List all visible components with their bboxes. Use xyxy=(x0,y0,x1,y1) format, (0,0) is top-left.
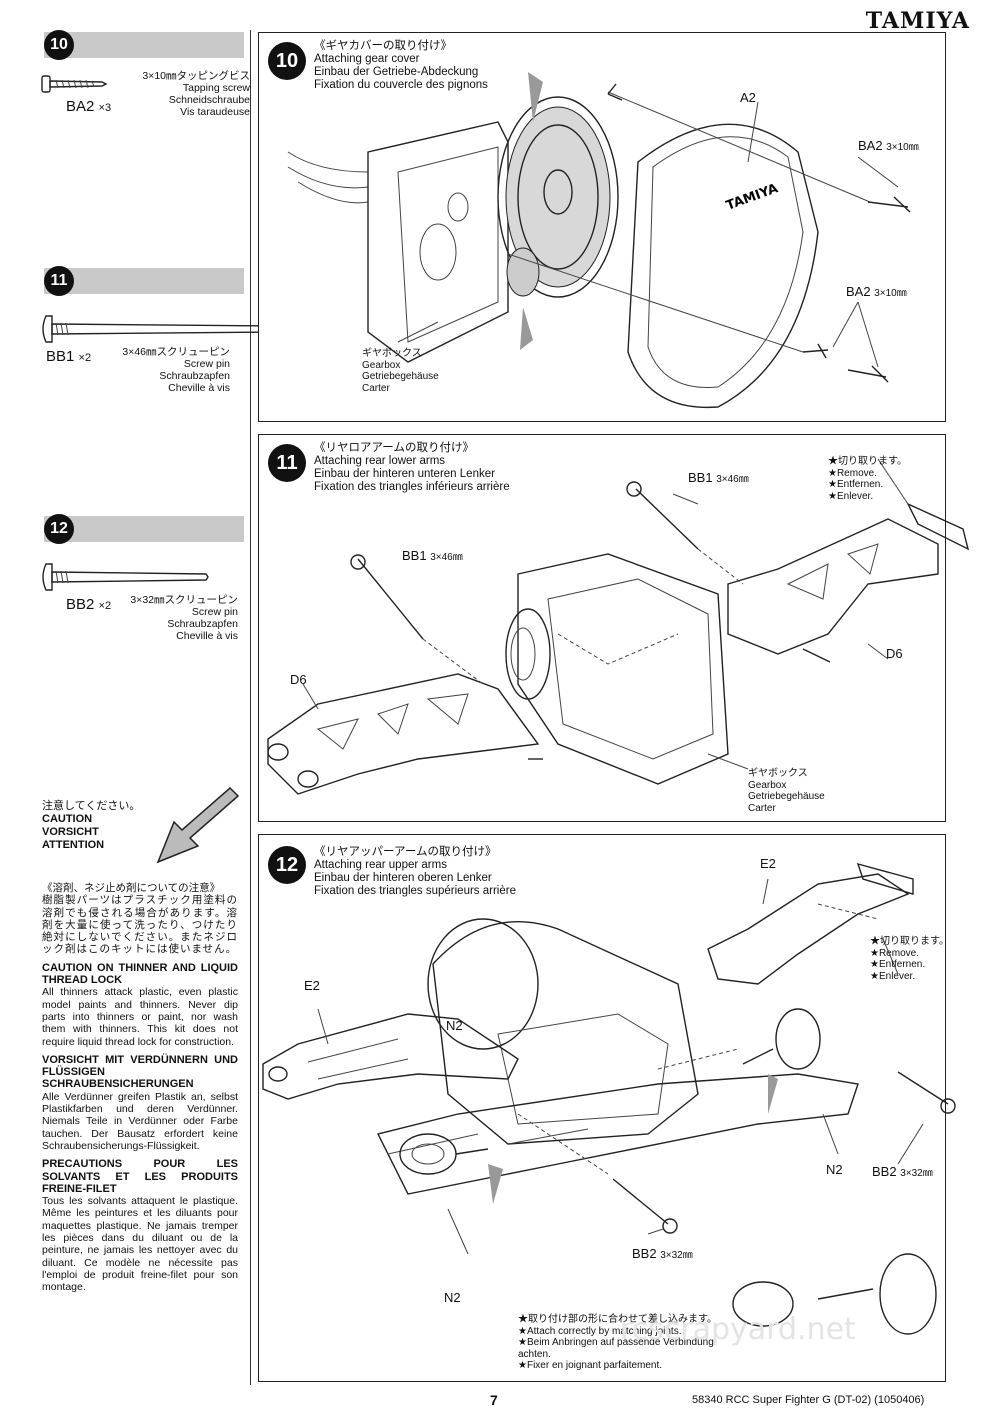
brand-logo: TAMIYA xyxy=(865,8,970,34)
step11-part-code: BB1 ×2 xyxy=(46,348,92,365)
n2-label-top: N2 xyxy=(446,1018,463,1033)
ba2-label-bottom: BA2 3×10㎜ xyxy=(846,284,907,299)
panel-step12 xyxy=(258,834,946,1382)
step11-number: 11 xyxy=(44,266,74,296)
part-a2-label: A2 xyxy=(740,90,756,105)
ba2-label-top: BA2 3×10㎜ xyxy=(858,138,919,153)
gear-cover-illustration: TAMIYA xyxy=(287,72,911,409)
panel12-number: 12 xyxy=(268,846,306,884)
watermark: rcscrapyard.net xyxy=(620,1312,856,1347)
footer-code: 58340 RCC Super Fighter G (DT-02) (10504… xyxy=(692,1394,925,1406)
rear-lower-arms-illustration xyxy=(267,458,970,795)
step12-part-code: BB2 ×2 xyxy=(66,596,112,613)
n2-label-right: N2 xyxy=(826,1162,843,1177)
caution-arrow-icon xyxy=(156,786,240,864)
panel-step11 xyxy=(258,434,946,822)
caution-notes: 《溶剤、ネジ止め剤についての注意》 樹脂製パーツはプラスチック用塗料の溶剤でも侵… xyxy=(42,882,238,1294)
caution-header: 注意してください。 CAUTION VORSICHT ATTENTION xyxy=(42,800,141,851)
panel11-number: 11 xyxy=(268,444,306,482)
page-number: 7 xyxy=(490,1392,498,1408)
panel12-title: 《リヤアッパーアームの取り付け》Attaching rear upper arm… xyxy=(314,846,516,897)
rear-upper-arms-illustration xyxy=(262,862,956,1335)
step10-bar xyxy=(44,32,244,58)
column-divider xyxy=(250,30,251,1385)
d6-label-right: D6 xyxy=(886,646,903,661)
bb2-label-right: BB2 3×32㎜ xyxy=(872,1164,933,1179)
step10-number: 10 xyxy=(44,30,74,60)
bb1-label-right: BB1 3×46㎜ xyxy=(688,470,749,485)
d6-label-left: D6 xyxy=(290,672,307,687)
panel12-remove-note: ★切り取ります。★Remove.★Entfernen.★Enlever. xyxy=(870,936,949,982)
step12-number: 12 xyxy=(44,514,74,544)
bb1-label-left: BB1 3×46㎜ xyxy=(402,548,463,563)
step12-bar xyxy=(44,516,244,542)
svg-text:TAMIYA: TAMIYA xyxy=(724,181,780,214)
step10-part-code: BA2 ×3 xyxy=(66,98,112,115)
screw-pin-short-icon xyxy=(42,563,209,591)
bb2-label-bottom: BB2 3×32㎜ xyxy=(632,1246,693,1261)
e2-label-right: E2 xyxy=(760,856,776,871)
n2-label-bottom: N2 xyxy=(444,1290,461,1305)
e2-label-left: E2 xyxy=(304,978,320,993)
panel12-joint-note: ★取り付け部の形に合わせて差し込みます。★Attach correctly by… xyxy=(518,1314,717,1371)
tapping-screw-icon xyxy=(41,75,108,93)
panel10-number: 10 xyxy=(268,42,306,80)
screw-pin-long-icon xyxy=(42,315,275,343)
panel11-remove-note: ★切り取ります。★Remove.★Entfernen.★Enlever. xyxy=(828,456,907,502)
step11-bar xyxy=(44,268,244,294)
